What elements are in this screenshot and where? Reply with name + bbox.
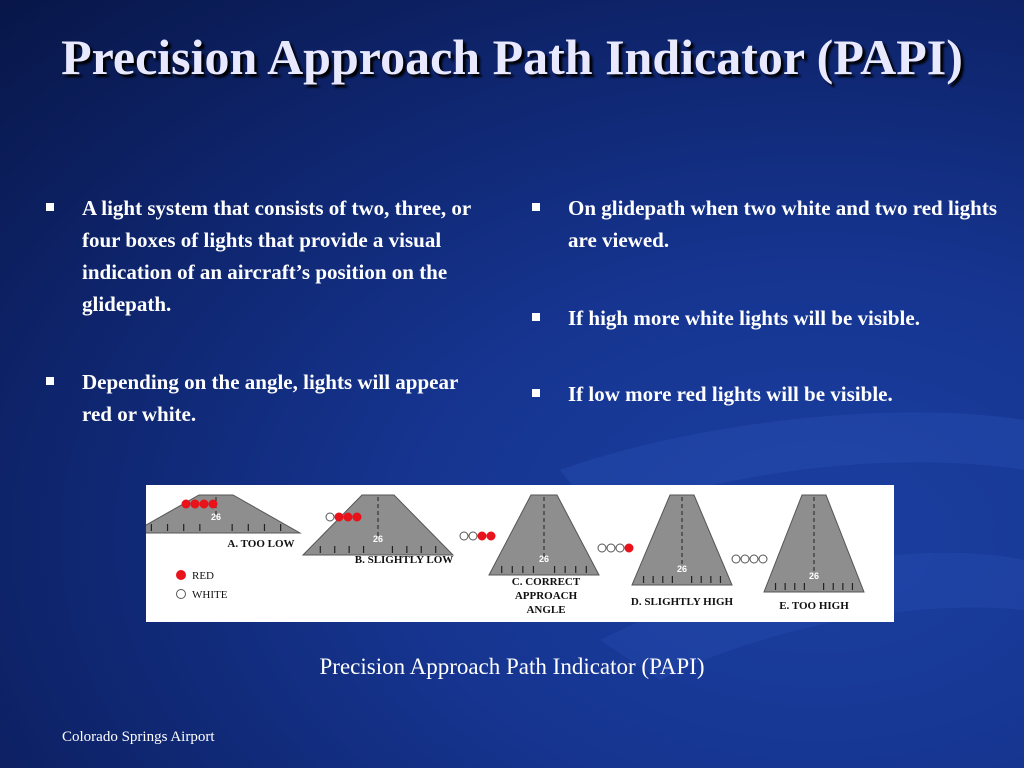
red-light-icon [176, 570, 186, 580]
red-light-icon [343, 512, 353, 522]
runway-number: 26 [373, 534, 383, 544]
bullet-text: A light system that consists of two, thr… [82, 196, 471, 316]
square-bullet-icon [532, 389, 540, 397]
square-bullet-icon [532, 313, 540, 321]
white-light-icon [731, 554, 741, 564]
panel-label: D. SLIGHTLY HIGH [631, 596, 734, 608]
footer-text: Colorado Springs Airport [62, 729, 215, 745]
white-light-icon [606, 543, 616, 553]
runway-number: 26 [809, 571, 819, 581]
red-light-icon [477, 531, 487, 541]
white-light-icon [459, 531, 469, 541]
papi-diagram: 26 A. TOO LOW 26 B. SLIGHTLY LOW 26 C. CORREC… [146, 485, 894, 622]
runway-number: 26 [539, 554, 549, 564]
papi-diagram-svg: 26 A. TOO LOW 26 B. SLIGHTLY LOW 26 C. CORREC… [146, 494, 865, 616]
panel-label: APPROACH [515, 590, 578, 602]
legend-label: WHITE [192, 589, 228, 601]
right-bullet-list: On glidepath when two white and two red … [530, 192, 1014, 456]
figure-caption: Precision Approach Path Indicator (PAPI) [319, 654, 705, 679]
panel-label: E. TOO HIGH [779, 600, 849, 612]
white-light-icon [176, 589, 186, 599]
square-bullet-icon [46, 203, 54, 211]
red-light-icon [199, 499, 209, 509]
legend-label: RED [192, 570, 214, 582]
runway-number: 26 [677, 564, 687, 574]
square-bullet-icon [46, 377, 54, 385]
runway-number: 26 [211, 512, 221, 522]
bullet-item: Depending on the angle, lights will appe… [44, 366, 474, 430]
slide-title: Precision Approach Path Indicator (PAPI) [61, 29, 963, 85]
red-light-icon [190, 499, 200, 509]
bullet-item: If high more white lights will be visibl… [530, 302, 1014, 334]
bullet-text: Depending on the angle, lights will appe… [82, 370, 458, 426]
left-bullet-list: A light system that consists of two, thr… [44, 192, 474, 476]
red-light-icon [334, 512, 344, 522]
bullet-item: If low more red lights will be visible. [530, 378, 1014, 410]
panel-label: C. CORRECT [512, 576, 581, 588]
bullet-text: If low more red lights will be visible. [568, 382, 893, 406]
runway-shape [763, 494, 865, 593]
square-bullet-icon [532, 203, 540, 211]
bullet-text: On glidepath when two white and two red … [568, 196, 998, 252]
bullet-item: On glidepath when two white and two red … [530, 192, 1014, 256]
red-light-icon [486, 531, 496, 541]
white-light-icon [615, 543, 625, 553]
white-light-icon [468, 531, 478, 541]
panel-label: B. SLIGHTLY LOW [355, 554, 454, 566]
bullet-text: If high more white lights will be visibl… [568, 306, 920, 330]
red-light-icon [624, 543, 634, 553]
white-light-icon [597, 543, 607, 553]
red-light-icon [208, 499, 218, 509]
white-light-icon [758, 554, 768, 564]
panel-label: A. TOO LOW [227, 538, 294, 550]
panel-label: ANGLE [526, 604, 565, 616]
red-light-icon [352, 512, 362, 522]
white-light-icon [749, 554, 759, 564]
white-light-icon [325, 512, 335, 522]
white-light-icon [740, 554, 750, 564]
red-light-icon [181, 499, 191, 509]
runway-shape [146, 494, 302, 534]
bullet-item: A light system that consists of two, thr… [44, 192, 474, 320]
